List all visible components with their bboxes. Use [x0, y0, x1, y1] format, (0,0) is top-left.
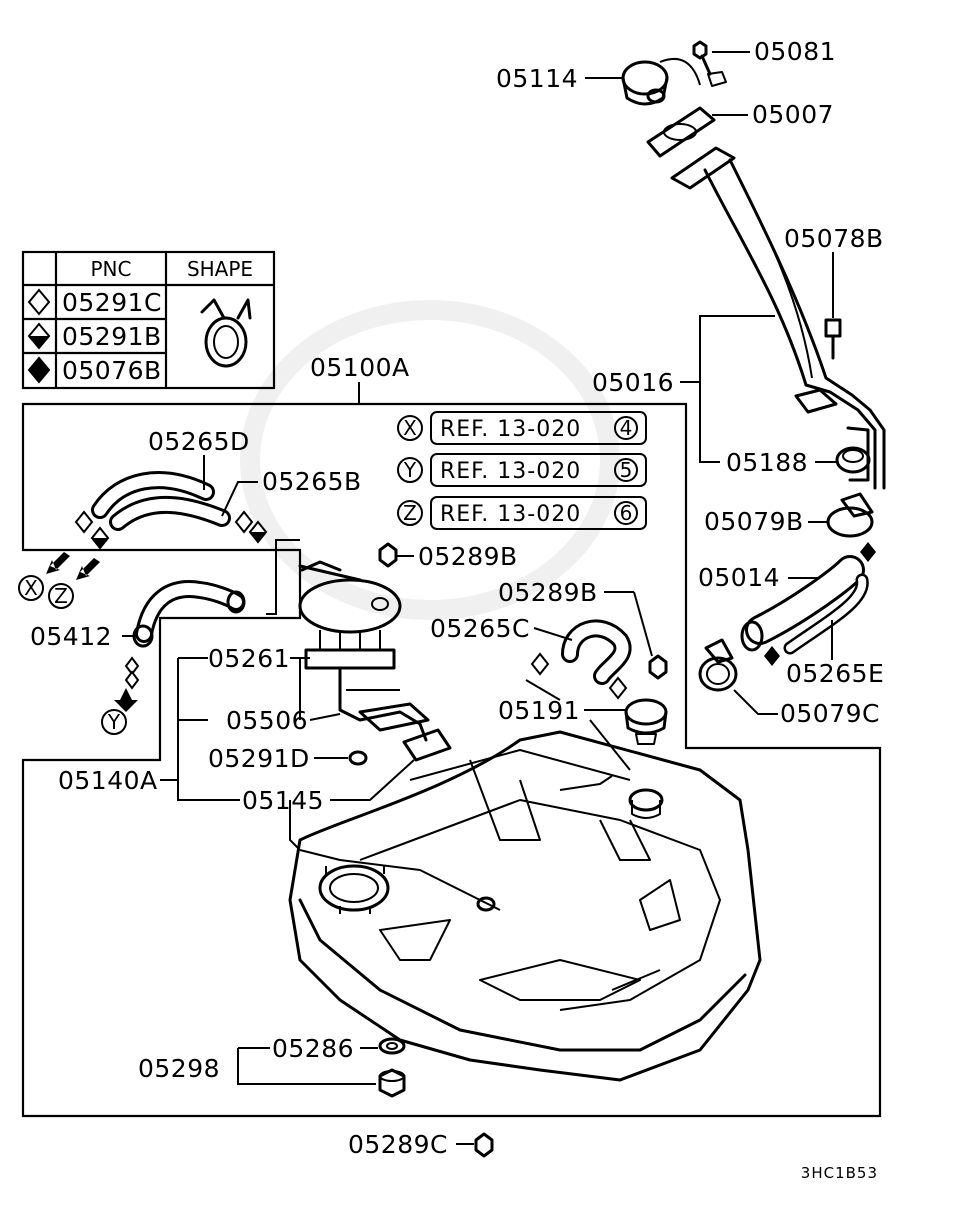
reference-z-text: REF. 13-020	[440, 502, 581, 527]
label-05078b: 05078B	[784, 224, 884, 253]
part-labels: 05081 05114 05007 05078B 05016 05188 050…	[30, 37, 884, 1182]
diamond-outline-icon	[234, 510, 254, 534]
label-05191: 05191	[498, 696, 580, 725]
diamond-half-filled-icon	[90, 526, 110, 550]
label-05265e: 05265E	[786, 659, 884, 688]
diamond-outline-icon	[608, 676, 628, 700]
diamond-stack-icon	[124, 656, 140, 690]
legend-pnc-05291c: 05291C	[62, 288, 162, 317]
clamp-05079C	[698, 638, 738, 692]
hose-05412	[132, 580, 246, 648]
marker-z: Z	[48, 583, 74, 609]
fuel-cap-05114	[621, 57, 701, 106]
label-05081: 05081	[754, 37, 836, 66]
label-05506: 05506	[226, 706, 308, 735]
hose-05265D	[91, 471, 231, 531]
reference-x-letter: X	[403, 416, 417, 440]
svg-text:Z: Z	[54, 584, 68, 608]
diamond-outline-icon	[27, 288, 51, 316]
bolt-05289C	[474, 1132, 494, 1158]
diamond-outline-icon	[74, 510, 94, 534]
label-05291d: 05291D	[208, 744, 310, 773]
fuel-tank-05140A	[288, 730, 762, 1082]
label-05261: 05261	[208, 644, 290, 673]
label-05265b: 05265B	[262, 467, 362, 496]
label-05289b-upper: 05289B	[418, 542, 518, 571]
legend-pnc-05291b: 05291B	[62, 322, 162, 351]
arrow-y-icon	[114, 688, 138, 712]
hose-05014	[740, 555, 865, 652]
reference-x-number: 4	[620, 416, 633, 440]
marker-y: Y	[101, 709, 127, 735]
watermark	[240, 300, 620, 620]
valve-05191	[624, 698, 668, 745]
label-05265d: 05265D	[148, 427, 250, 456]
label-05265c: 05265C	[430, 614, 530, 643]
gasket-05007	[646, 106, 716, 158]
reference-x-text: REF. 13-020	[440, 417, 581, 442]
nut-05289B-lower	[648, 654, 668, 680]
leader-lines	[122, 51, 838, 1145]
label-05289b-lower: 05289B	[498, 578, 598, 607]
diamond-filled-icon	[764, 646, 780, 666]
arrow-x-icon	[46, 552, 70, 574]
assembly-frame	[21, 402, 882, 1118]
label-05289c: 05289C	[348, 1130, 448, 1159]
label-05114: 05114	[496, 64, 578, 93]
reference-x[interactable]: X REF. 13-020 4	[397, 411, 647, 445]
hose-05265C	[561, 619, 632, 685]
legend-header-shape: SHAPE	[187, 257, 253, 281]
legend-header-pnc: PNC	[91, 257, 132, 281]
diamond-half-filled-icon	[27, 322, 51, 350]
sender-unit-05506	[358, 702, 430, 732]
label-05079b: 05079B	[704, 507, 804, 536]
reference-y-number: 5	[620, 458, 633, 482]
nut-05289B-upper	[378, 542, 398, 568]
label-05298: 05298	[138, 1054, 220, 1083]
fuel-pump-module-05261	[298, 560, 428, 742]
diamond-outline-icon	[530, 652, 550, 676]
label-05016: 05016	[592, 368, 674, 397]
fuel-filter-05145	[402, 728, 452, 762]
hose-05265E	[783, 573, 869, 655]
label-05100a: 05100A	[310, 353, 410, 382]
reference-z-number: 6	[620, 501, 633, 525]
label-05286: 05286	[272, 1034, 354, 1063]
label-05007: 05007	[752, 100, 834, 129]
gasket-05286	[378, 1037, 406, 1055]
label-05140a: 05140A	[58, 766, 158, 795]
reference-y[interactable]: Y REF. 13-020 5	[397, 453, 647, 487]
reference-y-text: REF. 13-020	[440, 459, 581, 484]
reference-y-letter: Y	[403, 458, 417, 482]
label-05145: 05145	[242, 786, 324, 815]
legend-pnc-05076b: 05076B	[62, 356, 162, 385]
diagram-code: 3HC1B53	[801, 1164, 878, 1182]
reference-z-letter: Z	[403, 501, 417, 525]
label-05079c: 05079C	[780, 699, 880, 728]
plug-05298	[378, 1068, 406, 1098]
label-05014: 05014	[698, 563, 780, 592]
svg-text:X: X	[24, 576, 38, 600]
diamond-filled-icon	[27, 356, 51, 384]
reference-z[interactable]: Z REF. 13-020 6	[397, 496, 647, 530]
clamp-shape-icon	[200, 298, 252, 368]
svg-text:Y: Y	[107, 710, 121, 734]
nut-05291D	[348, 750, 368, 766]
label-05412: 05412	[30, 622, 112, 651]
legend-table: PNC SHAPE 05291C 05291B 05076B	[21, 250, 276, 390]
arrow-z-icon	[76, 558, 100, 580]
filler-neck-05016	[670, 146, 886, 490]
diamond-half-filled-icon	[248, 520, 268, 544]
clamp-05079B	[826, 492, 874, 538]
clamp-05188	[835, 446, 871, 474]
bolt-05078B	[824, 318, 842, 360]
label-05188: 05188	[726, 448, 808, 477]
diamond-filled-icon	[860, 542, 876, 562]
bolt-05081	[692, 40, 727, 87]
marker-x: X	[18, 575, 44, 601]
